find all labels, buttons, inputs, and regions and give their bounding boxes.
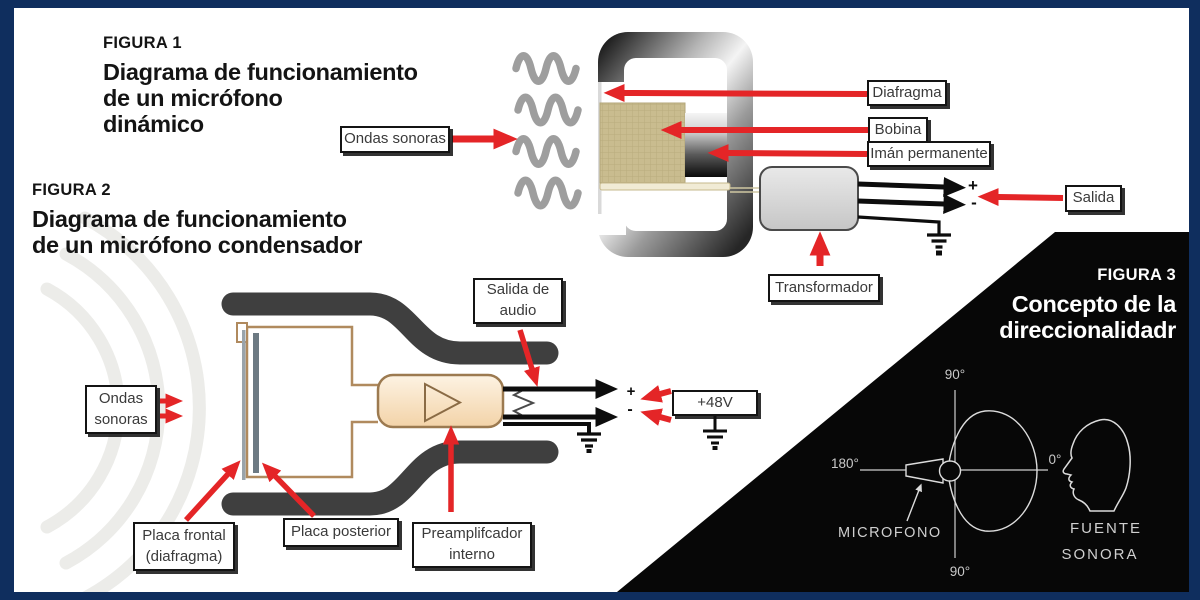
callout-permanent-magnet: Imán permanente [867, 141, 991, 167]
permanent-magnet-cylinder [685, 113, 727, 177]
callout-transformer: Transformador [768, 274, 880, 302]
figure2-title-block: FIGURA 2 Diagrama de funcionamiento de u… [32, 181, 362, 258]
figure1-title-block: FIGURA 1 Diagrama de funcionamiento de u… [103, 34, 418, 137]
microphone-pointer-arrow [906, 483, 922, 522]
capsule-wiring [245, 325, 378, 479]
figure3-title-line2: direccionalidadr [999, 317, 1176, 343]
figure3-label: FIGURA 3 [1097, 266, 1176, 284]
polar-label-90-top: 90° [945, 367, 965, 382]
plus-terminal: + [627, 383, 636, 400]
figure1-title-line1: Diagrama de funcionamiento [103, 59, 418, 85]
callout-text: Transformador [775, 278, 873, 296]
condenser-output-wires [503, 379, 727, 448]
callout-audio-output: Salida de audio [473, 278, 563, 324]
amplifier-triangle-icon [424, 382, 463, 423]
dynamic-sound-waves-icon [512, 52, 582, 210]
callout-text: Placa frontal [142, 526, 226, 544]
figure3-title-block: FIGURA 3 Concepto de la direccionalidadr [999, 266, 1176, 343]
figure1-dynamic-mic-diagram: + - [452, 32, 1064, 266]
ground-dot [712, 446, 718, 450]
figure1-label: FIGURA 1 [103, 34, 182, 52]
figure3-title-line1: Concepto de la [1011, 291, 1177, 317]
polar-label-90-bottom: 90° [950, 564, 970, 579]
microphone-label: MICROFONO [838, 525, 942, 541]
figure2-callout-arrows [160, 329, 672, 522]
figure2-label: FIGURA 2 [32, 181, 111, 199]
sound-source-label-line1: FUENTE [1070, 520, 1142, 537]
callout-text: Imán permanente [870, 144, 988, 162]
dynamic-output-wires [857, 176, 966, 249]
figure1-title-line2: de un micrófono [103, 85, 283, 111]
plus-terminal: + [968, 176, 978, 195]
output-resistor-zigzag [511, 388, 536, 418]
callout-text: Ondas [98, 389, 144, 407]
callout-text: Ondas sonoras [344, 130, 446, 148]
microphone-body-icon [905, 458, 944, 484]
minus-terminal: - [627, 401, 632, 418]
coil-leads [730, 187, 760, 193]
ground-dot [586, 449, 592, 453]
callout-text: Bobina [874, 120, 922, 138]
figure3-polar-labels: 90° 90° 180° 0° MICROFONO FUENTE SONORA [831, 367, 1142, 579]
coil-former [599, 182, 731, 191]
back-plate [253, 333, 259, 473]
callout-sound-waves-f2: Ondas sonoras [85, 385, 157, 434]
figure2-title-line2: de un micrófono condensador [32, 232, 363, 258]
sound-source-label-line2: SONORA [1061, 546, 1138, 563]
transformer-body [759, 166, 859, 231]
figure2-condenser-mic-diagram: + - [160, 292, 727, 522]
callout-output: Salida [1065, 185, 1122, 212]
microphone-capsule-icon [938, 460, 962, 482]
callout-coil: Bobina [868, 117, 928, 143]
poster-canvas: + - [14, 8, 1189, 592]
polar-label-180: 180° [831, 456, 859, 471]
diagram-artwork: + - [40, 32, 1189, 592]
polar-label-0: 0° [1049, 452, 1062, 467]
callout-phantom-power: +48V [672, 390, 758, 416]
cardioid-pattern [947, 410, 1038, 532]
ground-dot [936, 250, 942, 256]
callout-text: +48V [697, 393, 733, 411]
callout-internal-preamp: Preamplifcador interno [412, 522, 532, 568]
preamp-body [376, 373, 505, 429]
callout-front-plate: Placa frontal (diafragma) [133, 522, 235, 571]
callout-diaphragm: Diafragma [867, 80, 947, 106]
callout-text: sonoras [94, 410, 148, 428]
callout-text: Salida de [486, 281, 550, 299]
front-plate [242, 330, 246, 480]
callout-text: Placa posterior [290, 523, 392, 541]
figure1-callout-arrows [452, 84, 1064, 266]
callout-text: Salida [1072, 189, 1115, 207]
callout-back-plate: Placa posterior [283, 518, 399, 547]
callout-sound-waves-f1: Ondas sonoras [340, 126, 450, 153]
minus-terminal: - [971, 193, 977, 212]
figure3-polar-diagram [860, 390, 1131, 558]
figure3-black-panel [617, 232, 1189, 592]
coil-block [599, 102, 686, 184]
callout-text: (diafragma) [145, 547, 223, 565]
figure2-title-line1: Diagrama de funcionamiento [32, 206, 347, 232]
callout-text: Preamplifcador [421, 525, 523, 543]
callout-text: Diafragma [872, 83, 942, 101]
figure1-title-line3: dinámico [103, 111, 204, 137]
sound-source-head-icon [1062, 418, 1131, 512]
callout-text: audio [499, 302, 537, 319]
callout-text: interno [449, 546, 495, 563]
